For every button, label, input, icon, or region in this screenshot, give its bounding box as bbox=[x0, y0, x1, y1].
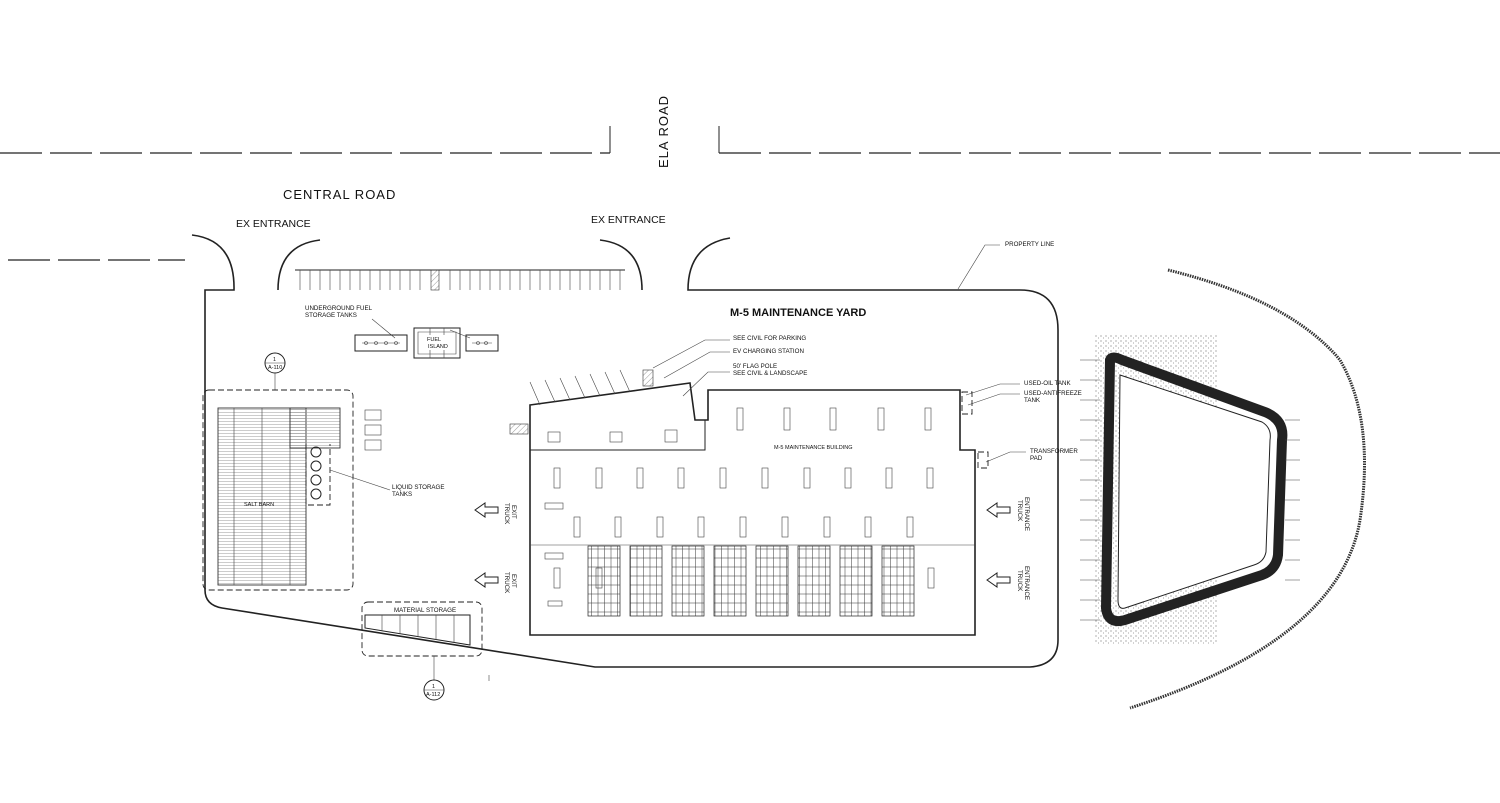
truck-entrance-upper-label-1: TRUCK bbox=[1016, 500, 1023, 522]
salt-barn-marker-number: 1 bbox=[273, 357, 276, 363]
underground-fuel-label-1: UNDERGROUND FUEL bbox=[305, 305, 373, 312]
transformer-label-1: TRANSFORMER bbox=[1030, 448, 1078, 455]
transformer-label-2: PAD bbox=[1030, 455, 1043, 462]
flag-pole-label-2: SEE CIVIL & LANDSCAPE bbox=[733, 370, 807, 377]
liquid-storage-label-2: TANKS bbox=[392, 491, 412, 498]
solar-panel-arrays bbox=[587, 545, 915, 617]
truck-exit-lower-label-2: EXIT bbox=[510, 574, 517, 588]
parking-stripes-diagonal bbox=[509, 369, 654, 435]
stacked-vehicles-left bbox=[364, 409, 382, 451]
maintenance-building: M-5 MAINTENANCE BUILDING bbox=[509, 369, 976, 636]
truck-entrance-upper-label-2: ENTRANCE bbox=[1023, 497, 1030, 531]
truck-exit-upper: TRUCK EXIT bbox=[474, 502, 517, 525]
ela-road-label: ELA ROAD bbox=[656, 95, 671, 168]
used-antifreeze-label-2: TANK bbox=[1024, 397, 1041, 404]
truck-exit-lower-label-1: TRUCK bbox=[503, 572, 510, 594]
truck-exit-lower: TRUCK EXIT bbox=[474, 572, 517, 594]
yard-title: M-5 MAINTENANCE YARD bbox=[730, 307, 866, 319]
fuel-island-area: UNDERGROUND FUEL STORAGE TANKS FUEL ISLA… bbox=[305, 305, 499, 359]
road-edges bbox=[0, 126, 1500, 261]
stormwater-basin bbox=[1080, 335, 1300, 645]
see-civil-parking-label: SEE CIVIL FOR PARKING bbox=[733, 335, 806, 342]
truck-entrance-lower: TRUCK ENTRANCE bbox=[986, 566, 1030, 600]
truck-exit-upper-label-1: TRUCK bbox=[503, 503, 510, 525]
used-oil-label: USED-OIL TANK bbox=[1024, 380, 1072, 387]
property-line-label: PROPERTY LINE bbox=[1005, 241, 1054, 248]
flag-pole-label-1: 50' FLAG POLE bbox=[733, 363, 777, 370]
material-storage-label: MATERIAL STORAGE bbox=[394, 607, 456, 614]
material-storage-area: MATERIAL STORAGE 1 A-112 bbox=[361, 601, 483, 701]
material-marker-number: 1 bbox=[432, 684, 435, 690]
material-marker-sheet: A-112 bbox=[426, 692, 440, 698]
tree-line bbox=[1129, 268, 1366, 710]
truck-entrance-lower-label-1: TRUCK bbox=[1016, 570, 1023, 592]
service-bays-lower bbox=[544, 502, 935, 607]
building-label: M-5 MAINTENANCE BUILDING bbox=[774, 445, 853, 451]
liquid-storage-label-1: LIQUID STORAGE bbox=[392, 484, 445, 491]
salt-barn-area: 1 A-110 SALT BARN LIQUID STORAGE TANKS bbox=[202, 352, 445, 591]
salt-barn-marker-sheet: A-110 bbox=[268, 365, 282, 371]
ex-entrance-left-label: EX ENTRANCE bbox=[236, 218, 311, 230]
underground-fuel-label-2: STORAGE TANKS bbox=[305, 312, 357, 319]
salt-barn-label: SALT BARN bbox=[244, 502, 274, 508]
fuel-island-label-1: FUEL bbox=[427, 337, 441, 343]
parking-stripes-top bbox=[299, 269, 621, 291]
truck-entrance-lower-label-2: ENTRANCE bbox=[1023, 566, 1030, 600]
truck-exit-upper-label-2: EXIT bbox=[510, 505, 517, 519]
truck-entrance-upper: TRUCK ENTRANCE bbox=[986, 497, 1030, 531]
ex-entrance-right-label: EX ENTRANCE bbox=[591, 214, 666, 226]
property-line bbox=[191, 234, 1059, 668]
central-road-label: CENTRAL ROAD bbox=[283, 187, 396, 202]
service-bays-upper bbox=[553, 407, 934, 489]
fuel-island-label-2: ISLAND bbox=[428, 344, 448, 350]
ev-charging-label: EV CHARGING STATION bbox=[733, 348, 804, 355]
used-antifreeze-label-1: USED-ANTIFREEZE bbox=[1024, 390, 1082, 397]
ev-chargers bbox=[547, 429, 678, 443]
liquid-storage-tanks bbox=[305, 444, 331, 506]
